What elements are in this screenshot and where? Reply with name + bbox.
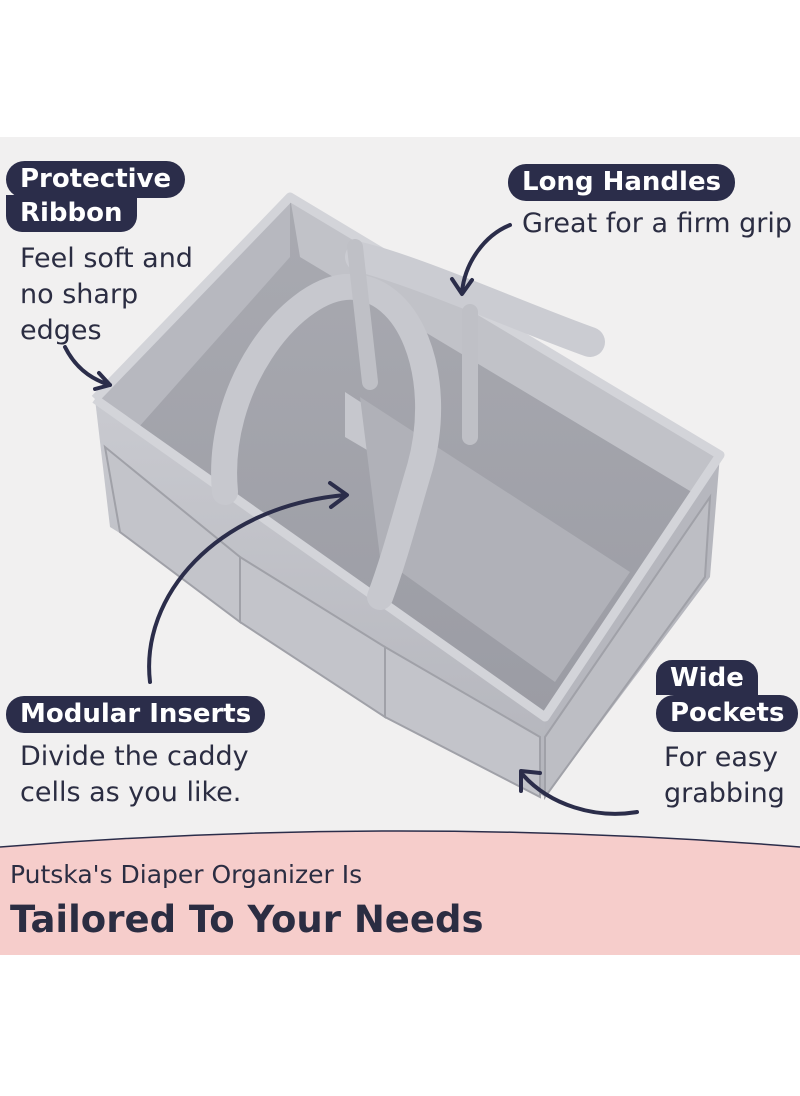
- long-handles-desc-line1: Great for a firm grip: [522, 208, 792, 239]
- modular-inserts-title: Modular Inserts: [20, 699, 252, 729]
- wide-pockets-badge-line2: Pockets: [656, 695, 799, 732]
- banner-subtitle: Putska's Diaper Organizer Is: [10, 860, 363, 889]
- arrow-to-handles: [450, 223, 512, 296]
- long-handles-desc: Great for a firm grip: [522, 206, 792, 242]
- arrow-to-inserts: [147, 481, 349, 684]
- wide-pockets-title-line1: Wide: [670, 663, 744, 693]
- wide-pockets-desc-line1: For easy: [664, 742, 778, 773]
- protective-ribbon-title-line2: Ribbon: [20, 198, 123, 228]
- modular-inserts-badge: Modular Inserts: [6, 696, 266, 733]
- modular-inserts-desc: Divide the caddy cells as you like.: [20, 739, 249, 811]
- banner-headline: Tailored To Your Needs: [10, 898, 484, 941]
- long-handles-badge: Long Handles: [508, 164, 736, 201]
- product-photo-panel: Protective Ribbon Feel soft and no sharp…: [0, 137, 800, 955]
- diaper-caddy-image: [91, 192, 725, 801]
- wide-pockets-desc: For easy grabbing: [664, 740, 785, 812]
- arrow-to-pockets: [519, 769, 639, 816]
- banner-curve: [0, 825, 800, 865]
- long-handles-title: Long Handles: [522, 167, 722, 197]
- modular-inserts-desc-line1: Divide the caddy: [20, 741, 249, 772]
- modular-inserts-desc-line2: cells as you like.: [20, 777, 242, 808]
- protective-ribbon-desc-line3: edges: [20, 315, 102, 346]
- protective-ribbon-title-line1: Protective: [20, 164, 172, 194]
- protective-ribbon-badge: Protective: [6, 161, 186, 198]
- protective-ribbon-desc-line1: Feel soft and: [20, 243, 193, 274]
- protective-ribbon-desc: Feel soft and no sharp edges: [20, 241, 193, 349]
- tagline-banner: [0, 825, 800, 955]
- arrow-to-ribbon: [63, 345, 112, 391]
- protective-ribbon-desc-line2: no sharp: [20, 279, 139, 310]
- wide-pockets-title-line2: Pockets: [670, 698, 785, 728]
- wide-pockets-desc-line2: grabbing: [664, 778, 785, 809]
- protective-ribbon-badge-line2: Ribbon: [6, 195, 137, 232]
- wide-pockets-badge-line1: Wide: [656, 660, 758, 695]
